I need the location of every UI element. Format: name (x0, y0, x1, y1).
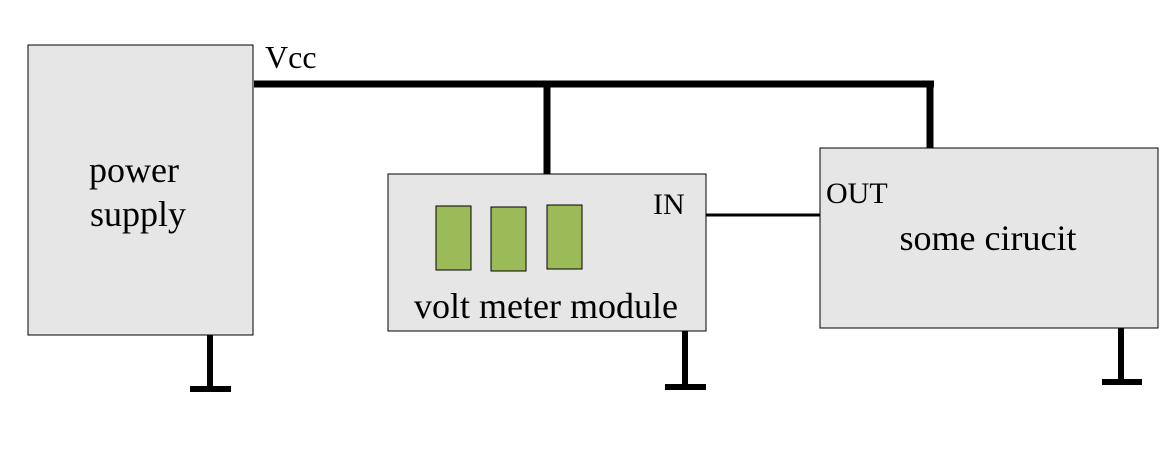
circuit-block: OUT some cirucit (819, 147, 1159, 385)
voltmeter-digit-2 (490, 206, 527, 272)
voltmeter-digit-1 (435, 205, 472, 271)
circuit-box (819, 147, 1159, 329)
voltmeter-label: volt meter module (414, 286, 678, 326)
circuit-label: some cirucit (900, 218, 1077, 258)
voltmeter-in-label: IN (653, 188, 685, 221)
voltmeter-block: IN volt meter module (387, 173, 707, 390)
voltmeter-digit-3 (546, 204, 583, 270)
vcc-label: Vcc (265, 39, 317, 75)
power-supply-label-line1: power (89, 150, 179, 190)
power-supply-label-line2: supply (90, 194, 186, 234)
circuit-out-label: OUT (826, 177, 888, 210)
power-supply-block: power supply (27, 44, 254, 392)
power-supply-box (27, 44, 254, 336)
vcc-bus (254, 80, 934, 174)
